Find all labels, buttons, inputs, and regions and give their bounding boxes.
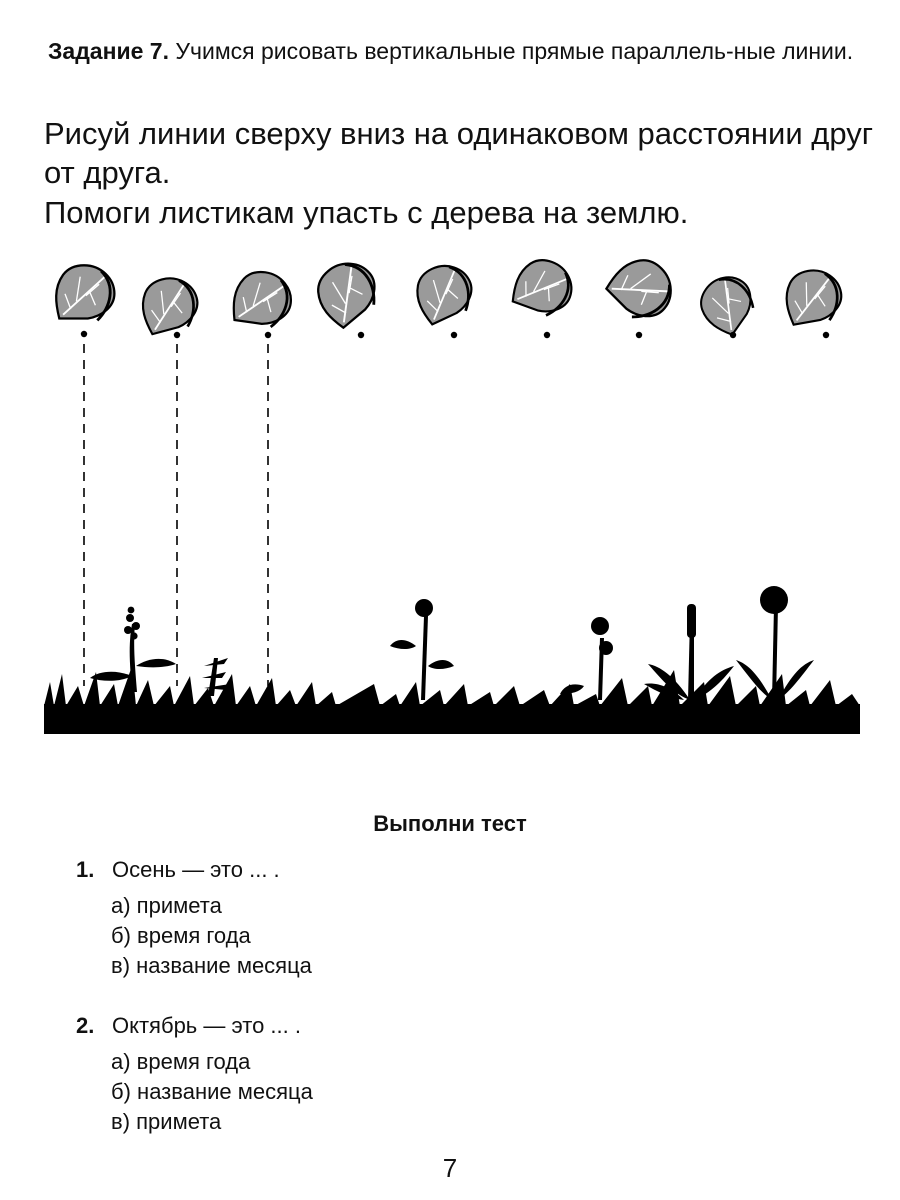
task-header: Задание 7. Учимся рисовать вертикальные …	[48, 36, 863, 66]
question-1-text: Осень — это ... .	[112, 857, 280, 882]
start-dots	[80, 330, 830, 339]
dashed-guide-lines	[83, 344, 269, 686]
question-2-text: Октябрь — это ... .	[112, 1013, 301, 1038]
leaves-and-grass-illustration	[44, 247, 860, 734]
question-1-option-a: а) примета	[111, 893, 222, 918]
task-label: Задание 7.	[48, 38, 169, 64]
question-2-option-c: в) примета	[111, 1109, 222, 1134]
leaf-6	[508, 251, 581, 323]
question-2: 2. Октябрь — это ... .	[76, 1012, 301, 1040]
leaf-1	[54, 263, 116, 322]
grass-silhouettes	[44, 586, 860, 706]
leaf-3	[229, 267, 296, 331]
leaf-5	[406, 255, 482, 329]
question-1-option-c: в) название месяца	[111, 953, 312, 978]
question-1-option-b: б) время года	[111, 923, 251, 948]
question-1: 1. Осень — это ... .	[76, 856, 280, 884]
question-2-number: 2.	[76, 1013, 95, 1038]
question-2-option-b: б) название месяца	[111, 1079, 313, 1104]
page-number: 7	[442, 1153, 458, 1183]
ground-strip	[44, 704, 860, 734]
leaf-7	[601, 247, 685, 331]
leaf-4	[305, 250, 389, 333]
task-text: Учимся рисовать вертикальные прямые пара…	[175, 38, 854, 64]
leaf-9	[780, 264, 847, 329]
question-2-option-a: а) время года	[111, 1049, 251, 1074]
instruction-help-leaves: Помоги листикам упасть с дерева на землю…	[44, 195, 689, 230]
leaf-8	[690, 265, 764, 340]
question-1-number: 1.	[76, 857, 95, 882]
leaf-2	[135, 270, 205, 338]
instruction-draw-lines: Рисуй линии сверху вниз на одинаковом ра…	[44, 116, 874, 190]
test-title: Выполни тест	[373, 811, 527, 836]
